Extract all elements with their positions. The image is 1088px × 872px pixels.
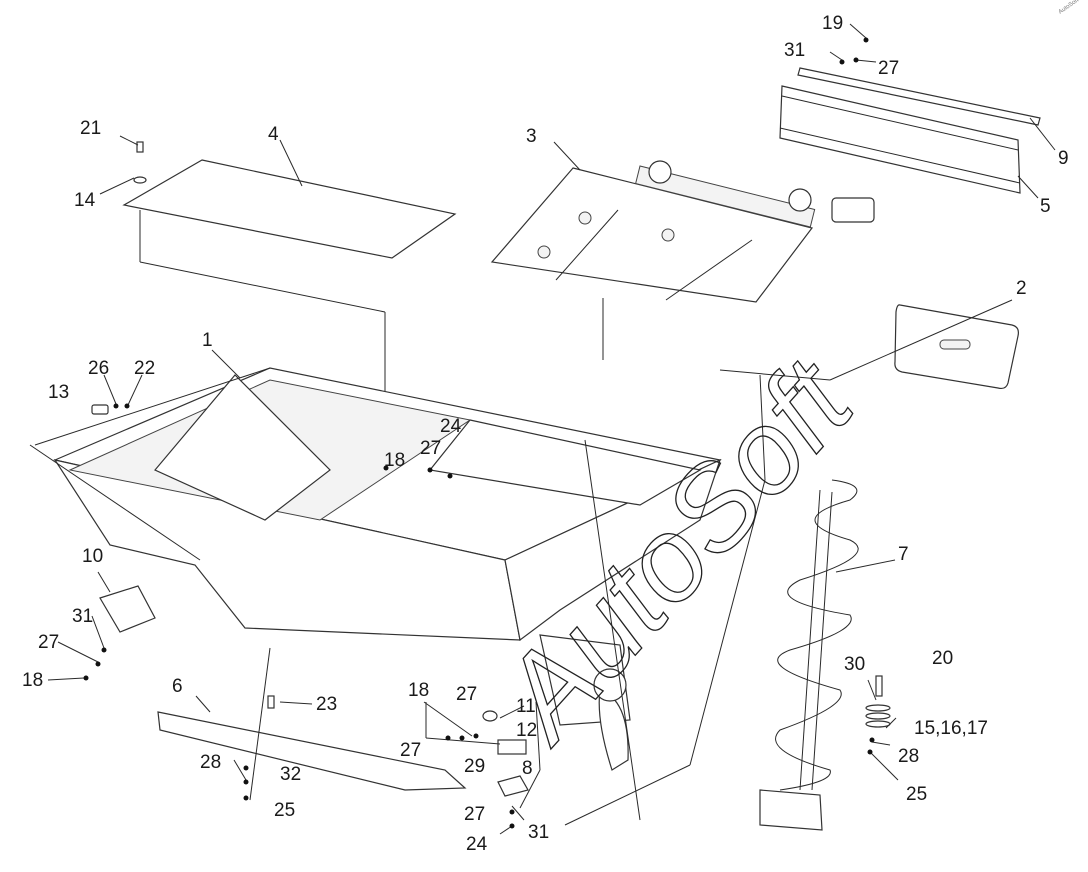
callout-28: 28 [898,746,919,767]
callout-27: 27 [878,58,899,79]
callout-12: 12 [516,720,537,741]
callout-18: 18 [384,450,405,471]
callout-5: 5 [1040,196,1051,217]
small-parts [133,141,891,797]
callout-25: 25 [274,800,295,821]
callout-1: 1 [202,330,213,351]
part-6-channel [157,647,467,801]
callout-2: 2 [1016,278,1027,299]
part-3-roller-assembly [490,160,875,360]
callout-29: 29 [464,756,485,777]
part-2-access-panel [719,299,1019,390]
callout-6: 6 [172,676,183,697]
callout-19: 19 [822,13,843,34]
callout-31: 31 [72,606,93,627]
corner-watermark: AutoSoft [1058,0,1081,16]
part-10-plate [99,585,156,633]
callout-27: 27 [400,740,421,761]
callout-27: 27 [464,804,485,825]
callout-22: 22 [134,358,155,379]
callout-24: 24 [466,834,488,855]
callout-4: 4 [268,124,279,145]
callout-15-16-17: 15,16,17 [914,718,988,739]
callout-23: 23 [316,694,337,715]
part-9-strip [797,67,1041,126]
callout-25: 25 [906,784,927,805]
part-7-auger [564,479,859,831]
callout-27: 27 [38,632,59,653]
callout-8: 8 [522,758,533,779]
callout-11: 11 [516,696,536,717]
callout-20: 20 [932,648,953,669]
callout-18: 18 [22,670,43,691]
leader-lines [47,23,1056,835]
callout-32: 32 [280,764,301,785]
callout-24: 24 [440,416,462,437]
callout-13: 13 [48,382,69,403]
callout-labels: 19 31 27 9 5 21 4 3 14 2 1 26 22 13 24 2… [22,13,1069,855]
part-1-hopper [29,367,766,821]
callout-27: 27 [456,684,477,705]
callout-10: 10 [82,546,103,567]
callout-28: 28 [200,752,221,773]
callout-31: 31 [528,822,549,843]
callout-7: 7 [898,544,909,565]
callout-9: 9 [1058,148,1069,169]
callout-14: 14 [74,190,96,211]
part-13-clip [91,404,109,415]
callout-27: 27 [420,438,441,459]
callout-26: 26 [88,358,109,379]
fastener-dots [83,37,875,829]
callout-31: 31 [784,40,805,61]
part-5-panel [779,85,1021,194]
callout-3: 3 [526,126,537,147]
callout-18: 18 [408,680,429,701]
callout-30: 30 [844,654,865,675]
callout-21: 21 [80,118,101,139]
